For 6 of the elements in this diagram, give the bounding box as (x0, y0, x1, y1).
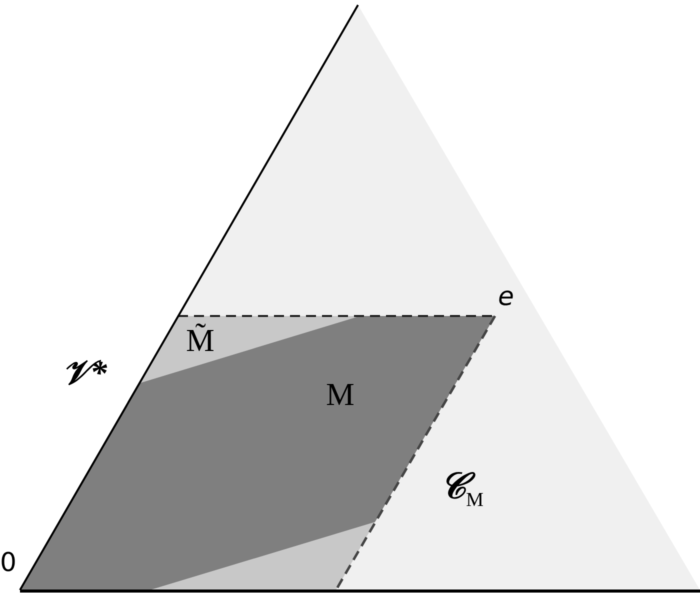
vertex-label: e (498, 284, 514, 310)
origin-label: 0 (0, 550, 17, 576)
region-label: M (326, 378, 354, 410)
region-label: M̃ (186, 324, 214, 356)
region-label: 𝒞$_{M}$ (440, 468, 484, 511)
axis-label: 𝒱* (62, 357, 107, 391)
